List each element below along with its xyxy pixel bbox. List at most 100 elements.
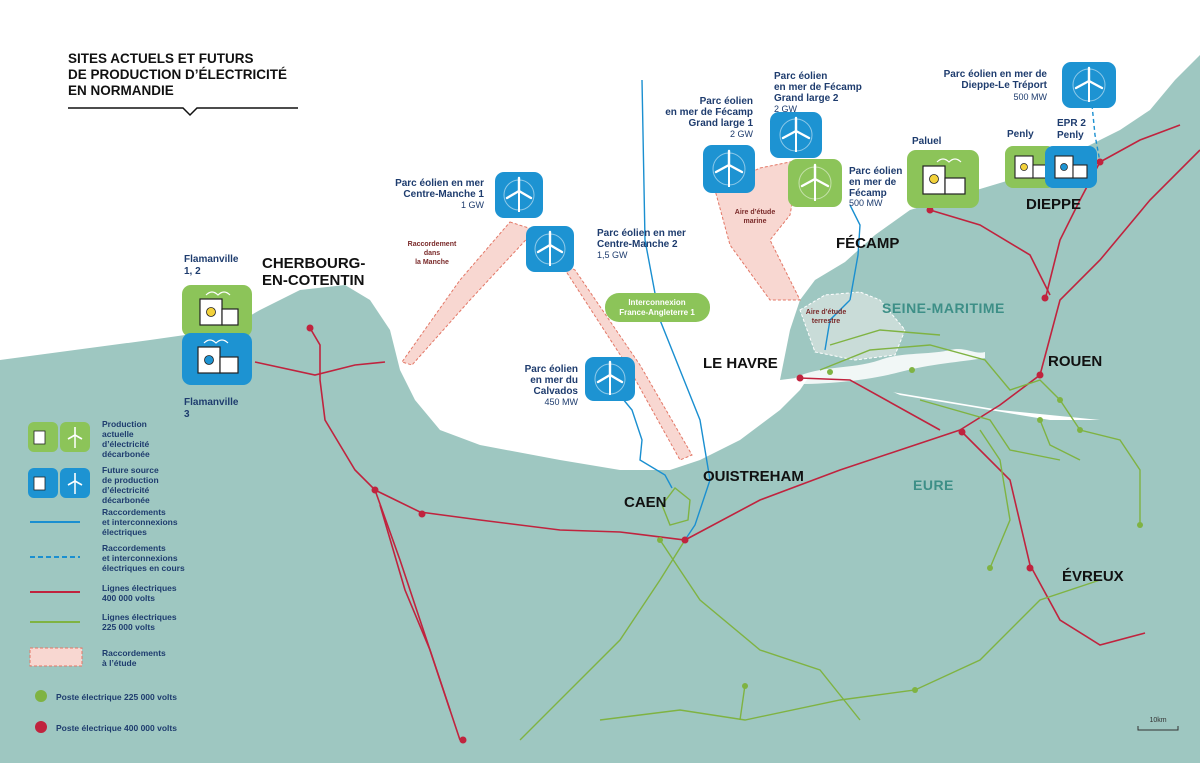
line-225kv xyxy=(661,487,691,526)
aire-etude-marine xyxy=(714,159,801,301)
paluel-nuclear-icon xyxy=(907,150,979,208)
dieppe-treport-label-2: Dieppe-Le Tréport xyxy=(961,80,1047,91)
city-evreux: ÉVREUX xyxy=(1062,568,1124,585)
annotation-aire-terrestre-2: terrestre xyxy=(812,318,841,325)
substation-225kv xyxy=(987,565,993,571)
legend-poste-400: Poste électrique 400 000 volts xyxy=(56,723,177,733)
annotation-raccordement-manche-2: dans xyxy=(424,250,440,257)
fecamp-gl1-capacity: 2 GW xyxy=(730,129,754,139)
lines-400kv xyxy=(254,124,1200,741)
epr2-penly-nuclear-icon xyxy=(1045,146,1097,188)
flamanville3-label-1: Flamanville xyxy=(184,397,239,408)
legend-en-cours-1: Raccordements xyxy=(102,543,166,553)
fecamp-wind-turbine-icon xyxy=(788,159,842,207)
flamanville12-label-2: 1, 2 xyxy=(184,266,201,277)
cm2-wind-turbine-icon xyxy=(526,226,574,272)
line-225kv xyxy=(739,684,746,721)
substation-225kv xyxy=(1077,427,1083,433)
title-line-1: SITES ACTUELS ET FUTURS xyxy=(68,51,254,66)
cm1-wind-turbine-icon xyxy=(495,172,543,218)
line-400kv xyxy=(799,377,941,431)
calvados-capacity: 450 MW xyxy=(544,397,578,407)
fecamp-gl2-capacity: 2 GW xyxy=(774,104,798,114)
substation-400kv xyxy=(459,736,467,744)
interconnexion-label-1: Interconnexion xyxy=(628,298,685,307)
city-fecamp: FÉCAMP xyxy=(836,235,899,252)
title-line-3: EN NORMANDIE xyxy=(68,83,174,98)
legend-etude-1: Raccordements xyxy=(102,648,166,658)
substation-225kv xyxy=(1037,417,1043,423)
legend-current-icon xyxy=(28,422,90,452)
connection-fecamp-terre xyxy=(824,299,851,351)
site-labels: Flamanville 1, 2 Flamanville 3 Paluel Pe… xyxy=(184,69,1086,420)
interconnexion-badge xyxy=(605,293,710,322)
legend: Production actuelle d’électricité décarb… xyxy=(28,419,185,733)
legend-production-2: actuelle xyxy=(102,429,134,439)
connection-dieppe-treport-in-progress xyxy=(1091,104,1101,163)
legend-etude-2: à l’étude xyxy=(102,658,137,668)
line-225kv xyxy=(599,579,1101,721)
line-400kv xyxy=(379,504,451,711)
substation-225kv xyxy=(1137,522,1143,528)
cm1-label-1: Parc éolien en mer xyxy=(395,178,484,189)
legend-225-1: Lignes électriques xyxy=(102,612,177,622)
calvados-label-2: en mer du xyxy=(530,375,578,386)
interconnexion-label-2: France-Angleterre 1 xyxy=(619,308,695,317)
line-225kv xyxy=(1039,419,1081,461)
substation-400kv xyxy=(1036,371,1044,379)
site-icons xyxy=(182,62,1116,401)
flamanville-3-nuclear-icon xyxy=(182,333,252,385)
legend-future-3: d’électricité xyxy=(102,485,150,495)
substation-400kv xyxy=(418,510,426,518)
dieppe-treport-wind-turbine-icon xyxy=(1062,62,1116,108)
lines-225kv xyxy=(519,329,1141,741)
interconnection-france-angleterre xyxy=(641,79,711,541)
calvados-label-3: Calvados xyxy=(534,386,579,397)
fecamp-gl2-wind-turbine-icon xyxy=(770,112,822,158)
substation-400kv xyxy=(1096,158,1104,166)
connections xyxy=(617,79,1101,541)
dieppe-treport-label-1: Parc éolien en mer de xyxy=(944,69,1048,80)
line-400kv xyxy=(929,209,1051,296)
substation-400kv xyxy=(1026,564,1034,572)
fecamp-gl1-label-2: en mer de Fécamp xyxy=(665,107,753,118)
fecamp-label-2: en mer de xyxy=(849,177,897,188)
fecamp-gl1-label-1: Parc éolien xyxy=(700,96,753,107)
connection-fecamp xyxy=(849,204,861,301)
legend-400-1: Lignes électriques xyxy=(102,583,177,593)
scale-label: 10km xyxy=(1149,717,1166,724)
legend-future-2: de production xyxy=(102,475,159,485)
substation-400kv xyxy=(796,374,804,382)
cm2-capacity: 1,5 GW xyxy=(597,250,628,260)
fecamp-capacity: 500 MW xyxy=(849,198,883,208)
legend-production-4: décarbonée xyxy=(102,449,150,459)
line-400kv xyxy=(309,327,961,541)
substation-225kv xyxy=(657,537,663,543)
legend-future-1: Future source xyxy=(102,465,159,475)
legend-400-2: 400 000 volts xyxy=(102,593,155,603)
annotation-aire-marine-2: marine xyxy=(744,218,767,225)
substations xyxy=(306,158,1143,744)
city-cherbourg-line-1: CHERBOURG- xyxy=(262,255,365,272)
annotation-aire-terrestre-1: Aire d’étude xyxy=(806,309,847,316)
scale-bar: 10km xyxy=(1137,717,1179,731)
substation-225kv xyxy=(1057,397,1063,403)
cm1-label-2: Centre-Manche 1 xyxy=(403,189,484,200)
substation-225kv xyxy=(909,367,915,373)
line-225kv xyxy=(919,399,1061,461)
penly-nuclear-icon xyxy=(1005,146,1055,188)
line-400kv xyxy=(254,361,386,376)
calvados-label-1: Parc éolien xyxy=(525,364,578,375)
line-400kv xyxy=(959,149,1200,431)
legend-en-cours-3: électriques en cours xyxy=(102,563,185,573)
line-225kv xyxy=(819,344,1141,525)
fecamp-gl1-wind-turbine-icon xyxy=(703,145,755,193)
line-225kv xyxy=(519,539,686,741)
substation-400kv xyxy=(371,486,379,494)
city-ouistreham: OUISTREHAM xyxy=(703,468,804,485)
legend-study-swatch xyxy=(29,647,83,667)
fecamp-label-1: Parc éolien xyxy=(849,166,902,177)
legend-raccordements-2: et interconnexions xyxy=(102,517,178,527)
substation-225kv xyxy=(912,687,918,693)
flamanville12-label-1: Flamanville xyxy=(184,254,239,265)
